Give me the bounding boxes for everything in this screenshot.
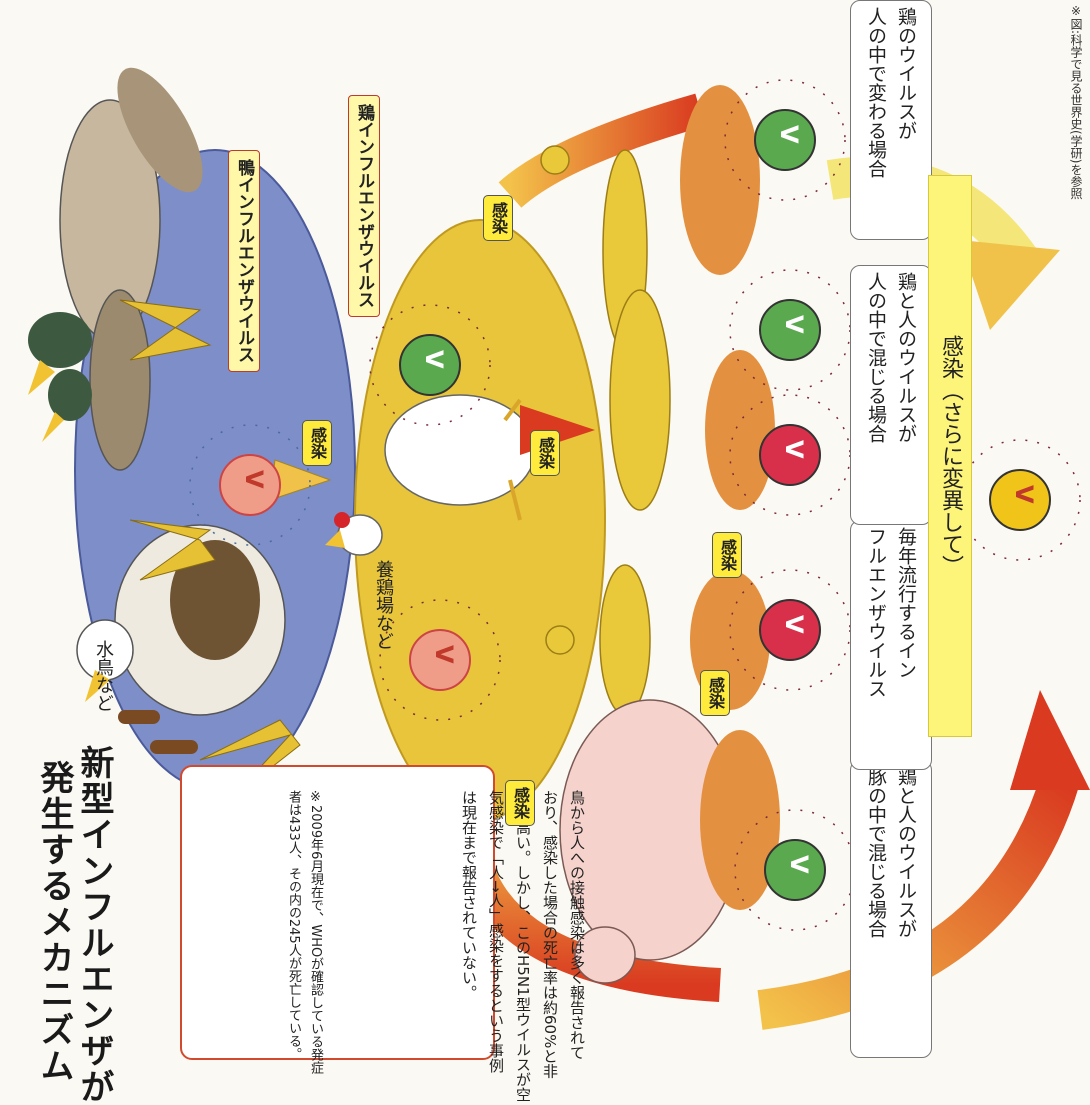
source-note: ※図:科学で見る世界史(学研)を参照 bbox=[1068, 4, 1085, 199]
label-waterfowl: 水鳥など bbox=[90, 640, 116, 712]
virus-letter-human-mix-a: V bbox=[780, 315, 808, 334]
case-pig-mix-line-1: 鶏と人のウイルスが bbox=[891, 767, 921, 1051]
infection-tag-farm-pig: 感染 bbox=[505, 780, 535, 826]
infection-tag-farm-top: 感染 bbox=[483, 195, 513, 241]
virus-letter-seasonal: V bbox=[780, 615, 808, 634]
tag-duck-virus: 鴨インフルエンザウイルス bbox=[228, 150, 260, 372]
note-line-2: 者は433人、その内の245人が死亡している。 bbox=[282, 790, 304, 1074]
case-human-change-line-2: 人の中で変わる場合 bbox=[861, 7, 891, 233]
infection-tag-human-a: 感染 bbox=[712, 532, 742, 578]
infection-tag-pond-farm: 感染 bbox=[302, 420, 332, 466]
virus-letter-pig: V bbox=[785, 855, 813, 874]
case-human-change: 鶏のウイルスが 人の中で変わる場合 bbox=[850, 0, 932, 240]
explanation-line-5: は現在まで報告されていない。 bbox=[455, 790, 482, 1102]
virus-letter-change: V bbox=[775, 125, 803, 144]
virus-letter-human-mix-b: V bbox=[780, 440, 808, 459]
virus-letter-duck: V bbox=[240, 470, 268, 489]
case-seasonal: 毎年流行するイン フルエンザウイルス bbox=[850, 520, 932, 770]
case-human-mix-line-1: 鶏と人のウイルスが bbox=[891, 272, 921, 518]
explanation-note: ※2009年6月現在で、WHOが確認している発症 者は433人、その内の245人… bbox=[282, 790, 326, 1074]
note-line-1: ※2009年6月現在で、WHOが確認している発症 bbox=[304, 790, 326, 1074]
explanation-box bbox=[180, 765, 495, 1060]
tag-chicken-virus: 鶏インフルエンザウイルス bbox=[348, 95, 380, 317]
arrow-farm-to-human-right bbox=[510, 110, 700, 195]
infection-tag-farm-human: 感染 bbox=[530, 430, 560, 476]
case-pig-mix: 鶏と人のウイルスが 豚の中で混じる場合 bbox=[850, 760, 932, 1058]
explanation-line-3: 常に高い。しかし、このH5N1型ウイルスが空 bbox=[509, 790, 536, 1102]
title-line2: 発生するメカニズム bbox=[30, 760, 79, 1084]
explanation-line-2: おり、感染した場合の死亡率は約60%と非 bbox=[536, 790, 563, 1102]
mutation-band: 感染（さらに変異して） bbox=[928, 175, 972, 737]
case-human-mix: 鶏と人のウイルスが 人の中で混じる場合 bbox=[850, 265, 932, 525]
case-human-change-line-1: 鶏のウイルスが bbox=[891, 7, 921, 233]
farm-ellipse bbox=[355, 220, 605, 820]
case-human-mix-line-2: 人の中で混じる場合 bbox=[861, 272, 891, 518]
label-poultry-farm: 養鶏場など bbox=[370, 560, 396, 650]
infection-tag-human-b: 感染 bbox=[700, 670, 730, 716]
virus-letter-chicken: V bbox=[420, 350, 448, 369]
explanation-line-4: 気感染で「人→人」感染をするという事例 bbox=[482, 790, 509, 1102]
case-seasonal-line-2: フルエンザウイルス bbox=[861, 527, 891, 763]
virus-letter-new: V bbox=[1010, 485, 1038, 504]
virus-letter-farm: V bbox=[430, 645, 458, 664]
explanation-text: 鳥から人への接触感染は多く報告されて おり、感染した場合の死亡率は約60%と非 … bbox=[455, 790, 590, 1102]
case-pig-mix-line-2: 豚の中で混じる場合 bbox=[861, 767, 891, 1051]
explanation-line-1: 鳥から人への接触感染は多く報告されて bbox=[563, 790, 590, 1102]
case-seasonal-line-1: 毎年流行するイン bbox=[891, 527, 921, 763]
